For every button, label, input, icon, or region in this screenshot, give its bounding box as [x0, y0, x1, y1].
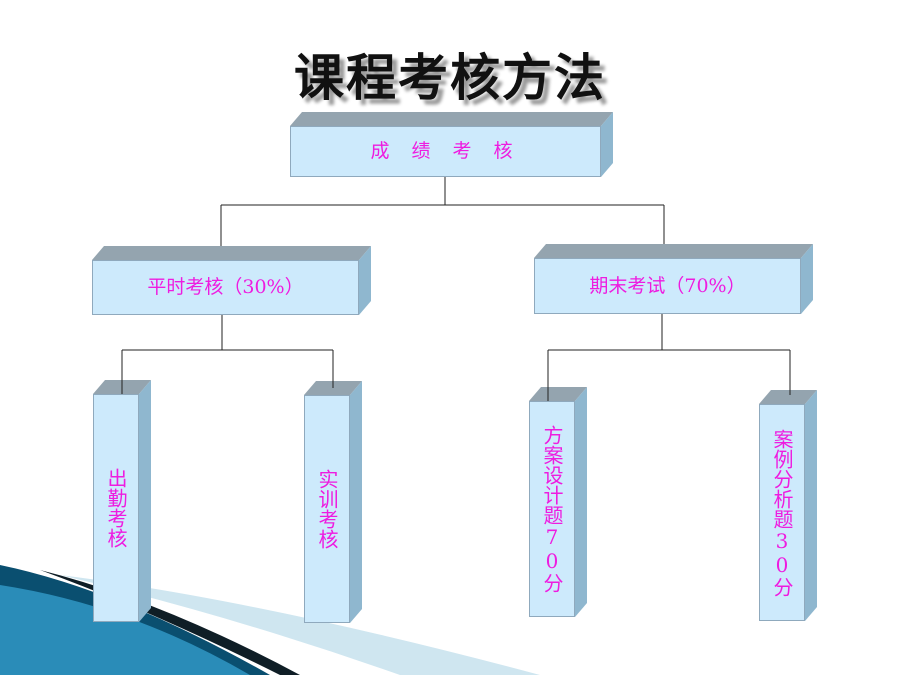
right-branch-box: 期末考试（70%） — [534, 258, 801, 314]
leaf-practical-box: 实训考核 — [304, 395, 350, 623]
leaf-attendance-label: 出勤考核 — [104, 468, 128, 548]
leaf-case-label: 案例分析题30分 — [770, 428, 794, 597]
right-branch-label: 期末考试（70%） — [589, 274, 746, 297]
leaf-4-box-faces — [759, 390, 817, 621]
leaf-practical-label: 实训考核 — [315, 469, 339, 549]
left-branch-box: 平时考核（30%） — [92, 260, 359, 315]
leaf-design-label: 方案设计题70分 — [540, 425, 564, 593]
left-branch-label: 平时考核（30%） — [147, 276, 304, 299]
root-node-label: 成 绩 考 核 — [370, 140, 521, 163]
left-mid-box-faces — [92, 246, 371, 315]
leaf-3-box-faces — [529, 387, 587, 617]
page-title: 课程考核方法 — [294, 49, 606, 107]
corner-swoosh-decoration — [0, 565, 540, 675]
connector-lines — [121, 177, 791, 401]
leaf-case-box: 案例分析题30分 — [759, 404, 805, 621]
root-box-faces — [290, 112, 613, 177]
leaf-attendance-box: 出勤考核 — [93, 394, 139, 622]
right-mid-box-faces — [534, 244, 813, 314]
root-node-box: 成 绩 考 核 — [290, 126, 601, 177]
leaf-design-box: 方案设计题70分 — [529, 401, 575, 617]
